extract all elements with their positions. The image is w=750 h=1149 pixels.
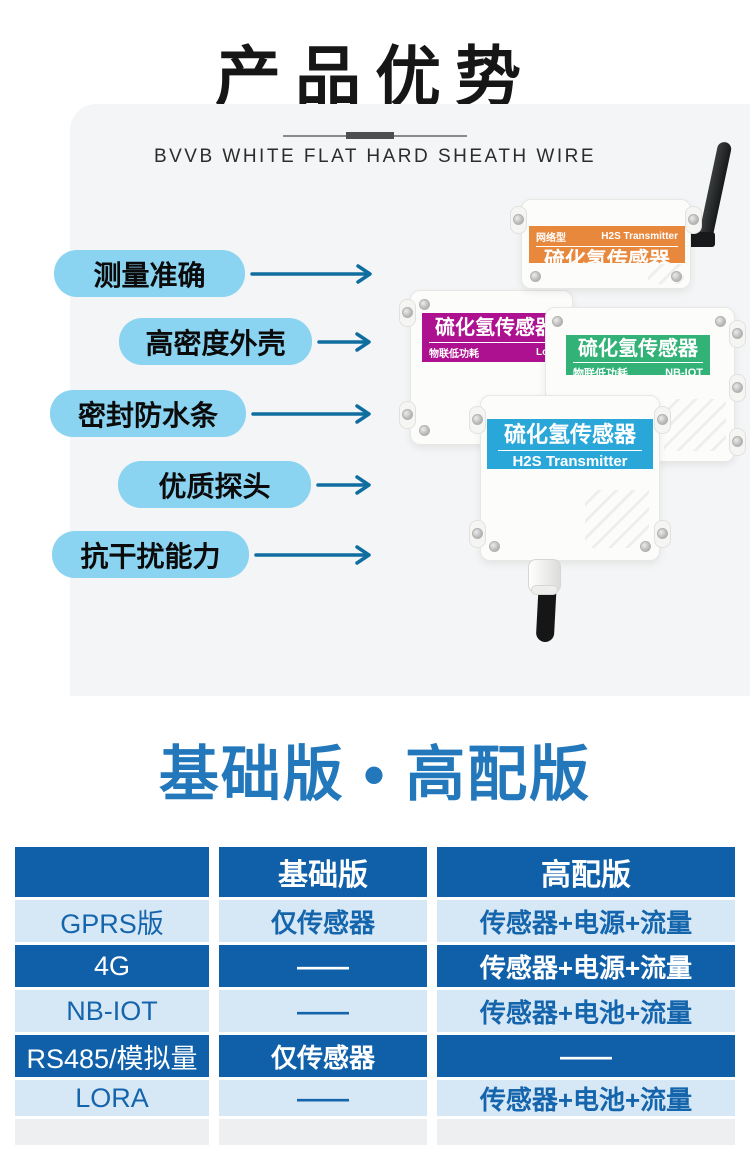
ear-tab xyxy=(399,401,416,429)
sensor-cable xyxy=(535,591,557,643)
ear-tab xyxy=(729,374,746,402)
table-row-label: RS485/模拟量 xyxy=(15,1035,209,1077)
feature-arrow-icon xyxy=(251,404,371,424)
vent-lines xyxy=(585,490,649,548)
ear-tab xyxy=(685,206,702,234)
feature-pill-waterproof: 密封防水条 xyxy=(50,390,246,437)
feature-pill-anti-interference: 抗干扰能力 xyxy=(52,531,249,578)
table-header-premium: 高配版 xyxy=(437,847,735,897)
screw-icon xyxy=(419,299,430,310)
screw-icon xyxy=(402,307,413,318)
ear-tab xyxy=(469,520,486,548)
screw-icon xyxy=(657,528,668,539)
screw-icon xyxy=(732,328,743,339)
table-footer-spacer xyxy=(15,1119,209,1145)
sensor-tag-power: 物联低功耗 xyxy=(429,349,479,360)
screw-icon xyxy=(732,436,743,447)
sensor-network: 网络型 H2S Transmitter 硫化氢传感器 xyxy=(510,199,702,289)
table-row-label: 4G xyxy=(15,945,209,987)
table-row-label: NB-IOT xyxy=(15,990,209,1032)
sensor-tag-power: 物联低功耗 xyxy=(573,368,628,375)
table-cell-basic: 仅传感器 xyxy=(219,1035,427,1077)
feature-pill-probe: 优质探头 xyxy=(118,461,311,508)
sensor-label: 网络型 H2S Transmitter 硫化氢传感器 xyxy=(529,226,685,263)
feature-arrow-icon xyxy=(254,545,371,565)
ear-tab xyxy=(729,320,746,348)
screw-icon xyxy=(472,528,483,539)
feature-pill-housing: 高密度外壳 xyxy=(119,318,312,365)
label-divider xyxy=(429,342,561,343)
sensor-tag-model: H2S Transmitter xyxy=(512,453,628,469)
screw-icon xyxy=(402,409,413,420)
sensor-wired: 硫化氢传感器 H2S Transmitter xyxy=(469,395,671,561)
screw-icon xyxy=(715,316,726,327)
page-title: 产品优势 xyxy=(215,40,535,114)
table-cell-basic: 仅传感器 xyxy=(219,900,427,942)
screw-icon xyxy=(552,316,563,327)
ear-tab xyxy=(399,299,416,327)
table-cell-premium: —— xyxy=(437,1035,735,1077)
sensor-name: 硫化氢传感器 xyxy=(435,317,555,339)
table-cell-basic: —— xyxy=(219,945,427,987)
cable-gland-ring xyxy=(531,585,558,595)
sensor-tag-protocol: NB-IOT xyxy=(665,367,703,375)
sensor-tag-model: H2S Transmitter xyxy=(601,231,678,242)
sensor-name: 硫化氢传感器 xyxy=(544,249,670,263)
table-footer-spacer xyxy=(219,1119,427,1145)
ear-tab xyxy=(510,206,527,234)
table-row-label: GPRS版 xyxy=(15,900,209,942)
ear-tab xyxy=(654,520,671,548)
compare-table: 基础版 高配版 GPRS版 仅传感器 传感器+电源+流量 4G —— 传感器+电… xyxy=(15,847,735,1145)
sensor-tag-type: 网络型 xyxy=(536,233,566,244)
sensor-name: 硫化氢传感器 xyxy=(578,338,698,360)
screw-icon xyxy=(688,214,699,225)
table-cell-premium: 传感器+电池+流量 xyxy=(437,990,735,1032)
feature-pill-accuracy: 测量准确 xyxy=(54,250,245,297)
sensor-label: 硫化氢传感器 物联低功耗 NB-IOT xyxy=(566,335,710,375)
screw-icon xyxy=(513,214,524,225)
feature-arrow-icon xyxy=(317,332,371,352)
table-cell-basic: —— xyxy=(219,1080,427,1116)
feature-arrow-icon xyxy=(316,475,371,495)
screw-icon xyxy=(640,541,651,552)
ear-tab xyxy=(729,428,746,456)
table-header-basic: 基础版 xyxy=(219,847,427,897)
screw-icon xyxy=(530,271,541,282)
screw-icon xyxy=(489,541,500,552)
table-row-label: LORA xyxy=(15,1080,209,1116)
antenna-connector xyxy=(688,232,715,247)
sensor-label: 硫化氢传感器 物联低功耗 LoRa xyxy=(422,313,568,362)
label-divider xyxy=(536,246,678,247)
screw-icon xyxy=(671,271,682,282)
screw-icon xyxy=(419,425,430,436)
table-cell-premium: 传感器+电池+流量 xyxy=(437,1080,735,1116)
sensor-name: 硫化氢传感器 xyxy=(503,422,636,447)
feature-arrow-icon xyxy=(250,264,372,284)
divider-line xyxy=(283,132,467,139)
divider-accent xyxy=(346,132,394,139)
table-header-empty xyxy=(15,847,209,897)
label-divider xyxy=(573,362,703,363)
ear-tab xyxy=(654,406,671,434)
table-cell-premium: 传感器+电源+流量 xyxy=(437,945,735,987)
table-cell-basic: —— xyxy=(219,990,427,1032)
page-subtitle: BVVB WHITE FLAT HARD SHEATH WIRE xyxy=(153,146,597,167)
screw-icon xyxy=(472,414,483,425)
screw-icon xyxy=(657,414,668,425)
vent-lines xyxy=(664,399,726,451)
sensor-label: 硫化氢传感器 H2S Transmitter xyxy=(487,419,653,469)
table-footer-spacer xyxy=(437,1119,735,1145)
ear-tab xyxy=(469,406,486,434)
compare-heading: 基础版 • 高配版 xyxy=(158,741,592,808)
table-cell-premium: 传感器+电源+流量 xyxy=(437,900,735,942)
screw-icon xyxy=(732,382,743,393)
label-divider xyxy=(498,450,642,451)
